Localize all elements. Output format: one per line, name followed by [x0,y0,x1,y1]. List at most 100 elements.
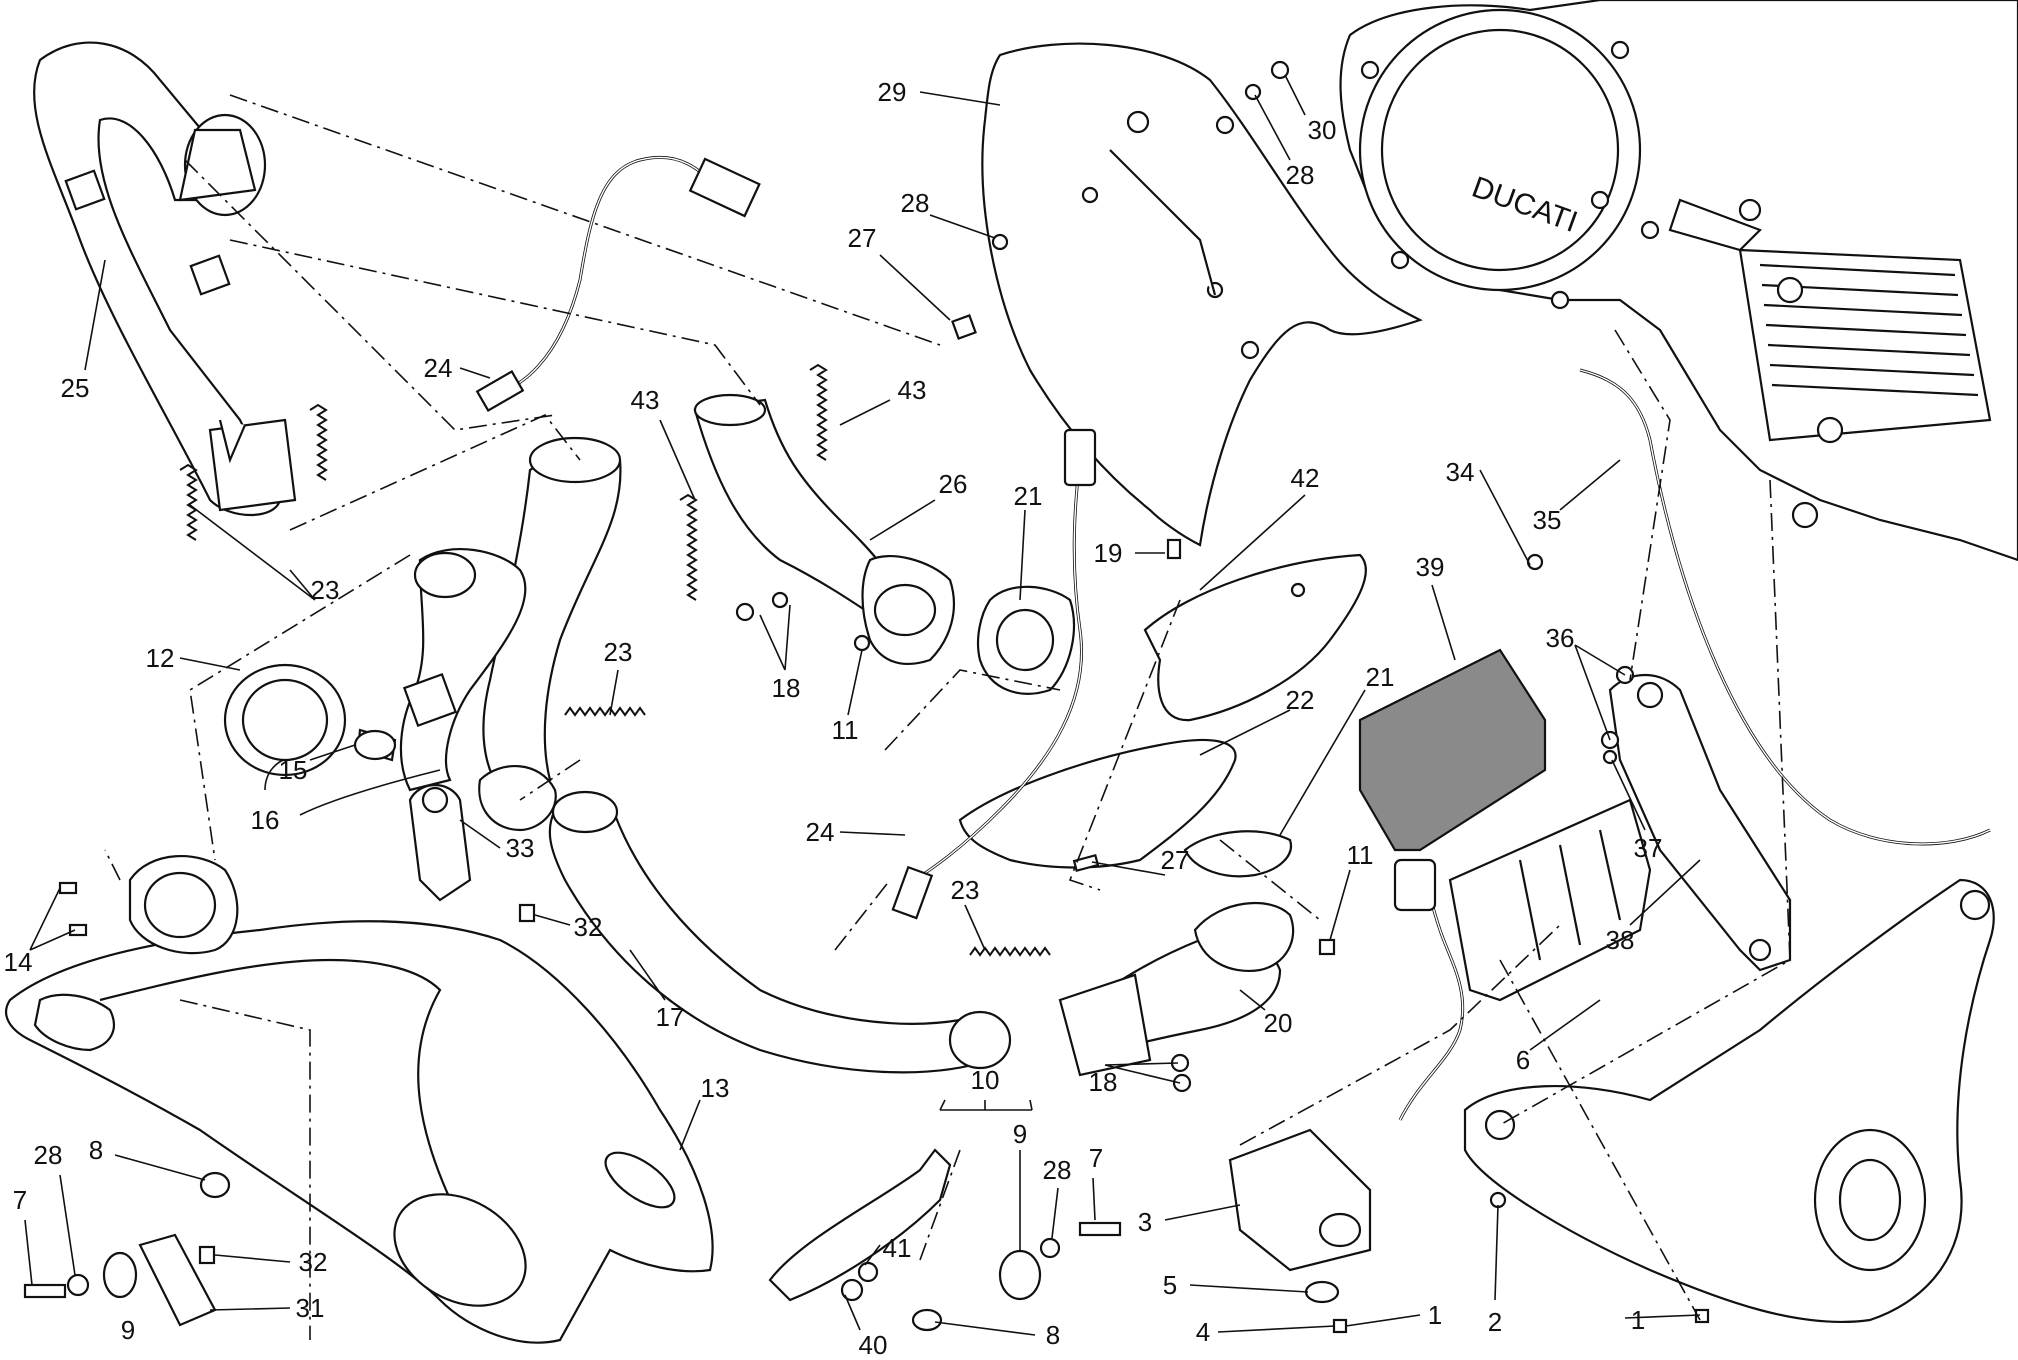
callout-c28b: 28 [1285,160,1315,190]
callout-c4: 4 [1195,1317,1211,1347]
rear-subframe [1463,878,1995,1324]
engine-crankcase: DUCATI [1339,0,2018,562]
callout-c19: 19 [1093,538,1123,568]
muffler-13 [4,920,714,1344]
rubber-mount-15 [353,728,397,762]
rubber-9a [102,1251,138,1299]
lambda-sensor-24-top [475,155,761,413]
washer-28c [66,1273,90,1297]
bracket-10 [768,1148,952,1302]
exhaust-pipe-17 [548,790,1012,1074]
washer-18a [771,591,789,609]
callout-c23c: 23 [950,875,980,905]
spring-23-right [969,946,1051,957]
callout-c15: 15 [278,755,308,785]
callout-c7a: 7 [12,1185,28,1215]
callout-c35: 35 [1532,505,1562,535]
lambda-sensor-24-bottom [891,428,1097,920]
nut-18a [735,602,755,622]
bolt-1a [1332,1318,1348,1334]
callout-c8a: 8 [88,1135,104,1165]
exhaust-pipe-25 [32,41,297,517]
washer-37 [1602,749,1618,765]
gasket-21-top [976,585,1076,695]
callout-c21a: 21 [1013,481,1043,511]
bolt-7b [1078,1221,1122,1237]
cable-35 [1579,368,1991,846]
callout-c28c: 28 [33,1140,63,1170]
fasteners [23,60,1710,1334]
callout-c1b: 1 [1630,1305,1646,1335]
callout-c21b: 21 [1365,662,1395,692]
callout-c6: 6 [1515,1045,1531,1075]
callout-c28d: 28 [1042,1155,1072,1185]
spring-23-left [179,403,328,541]
nut-34 [1526,553,1544,571]
callout-c18b: 18 [1088,1067,1118,1097]
callout-c42: 42 [1290,463,1320,493]
callout-c9a: 9 [120,1315,136,1345]
catalyst-flange [128,854,239,955]
callout-c28a: 28 [900,188,930,218]
callout-c20: 20 [1263,1008,1293,1038]
exhaust-pipe-20 [1058,901,1295,1077]
cover-39 [1358,648,1547,852]
washer-40 [840,1278,864,1302]
bolt-30 [1270,60,1290,80]
bolt-2 [1489,1191,1507,1209]
callout-c32b: 32 [298,1247,328,1277]
callout-c23b: 23 [603,637,633,667]
bracket-33 [408,784,472,902]
callout-c3: 3 [1137,1207,1153,1237]
nut-11 [853,634,871,652]
callout-c17: 17 [655,1002,685,1032]
heat-shield-22 [958,738,1237,869]
callout-c24a: 24 [423,353,453,383]
callout-c27b: 27 [1160,845,1190,875]
rubber-9b [998,1249,1042,1301]
callout-c32a: 32 [573,912,603,942]
callout-c7b: 7 [1088,1143,1104,1173]
gasket-21-right [1183,830,1293,878]
exhaust-pipe-16 [399,436,622,832]
spacer-8a [199,1171,231,1199]
nut-18b [1172,1073,1192,1093]
bolt-32a [518,903,536,923]
clip-27b [1072,853,1100,873]
callout-c43b: 43 [897,375,927,405]
callout-c11b: 11 [1346,840,1374,870]
leader-lines [24,74,1701,1336]
callout-c9b: 9 [1012,1119,1028,1149]
bolt-14a [58,881,78,895]
washer-28d [1039,1237,1061,1259]
callout-c5: 5 [1162,1270,1178,1300]
callout-c12: 12 [145,643,175,673]
callout-c26: 26 [938,469,968,499]
callout-c10: 10 [970,1065,1000,1095]
callout-c33: 33 [505,833,535,863]
callout-c16: 16 [250,805,280,835]
callout-c13: 13 [700,1073,730,1103]
callout-c25: 25 [60,373,90,403]
callout-c31: 31 [295,1293,325,1323]
callout-c37: 37 [1633,833,1663,863]
spacer-8b [911,1308,943,1332]
spring-23-center [564,706,646,717]
callout-c39: 39 [1415,552,1445,582]
callout-c1a: 1 [1427,1300,1443,1330]
exhaust-valve-actuator-3 [1228,858,1465,1304]
callout-c43a: 43 [630,385,660,415]
callout-c34: 34 [1445,457,1475,487]
callout-c8b: 8 [1045,1320,1061,1350]
clip-27 [951,314,977,340]
washer-28 [991,233,1009,251]
callout-c30: 30 [1307,115,1337,145]
cover-6 [1448,798,1652,1002]
callout-c41: 41 [882,1233,912,1263]
callout-c38: 38 [1605,925,1635,955]
exhaust-pipe-26 [693,393,955,665]
callout-c27a: 27 [847,223,877,253]
heat-shield-29 [981,42,1423,547]
callout-c22: 22 [1285,685,1315,715]
